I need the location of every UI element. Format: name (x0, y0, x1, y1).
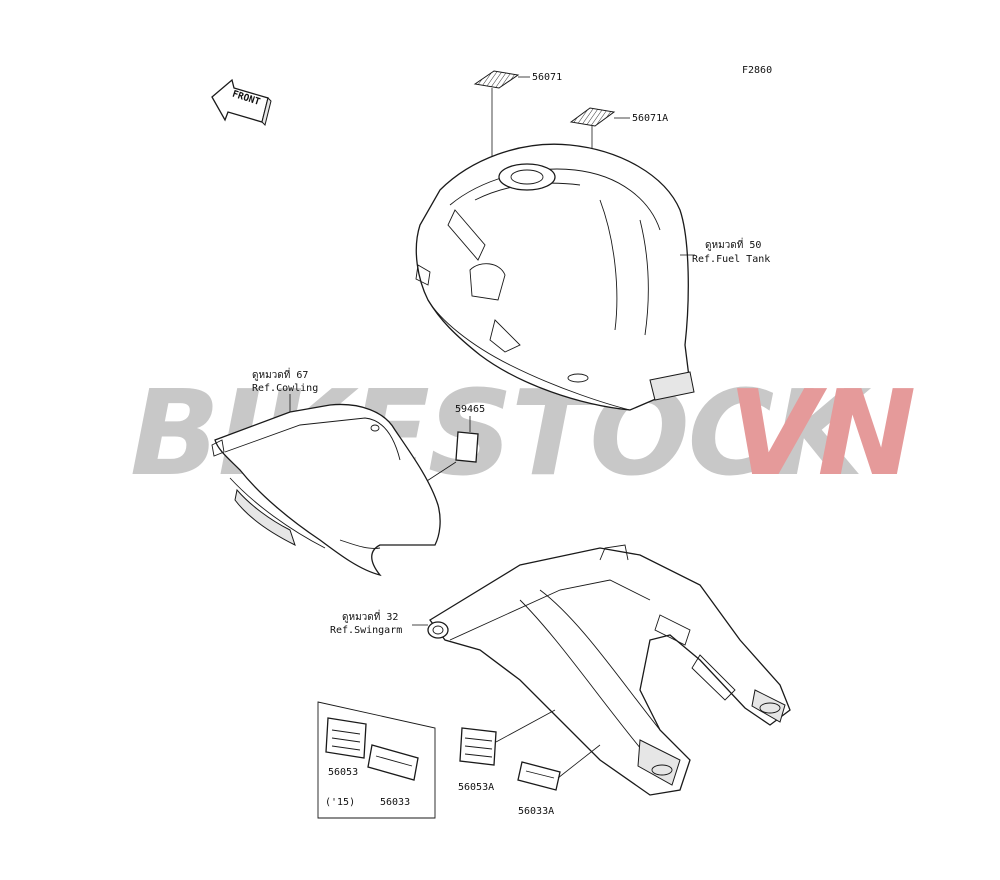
ref-swingarm-line2: Ref.Swingarm (330, 625, 402, 636)
swingarm-drawing (412, 544, 791, 796)
part-56033: 56033 (380, 797, 410, 808)
ref-fuel-tank-line2: Ref.Fuel Tank (692, 254, 770, 265)
part-56053a: 56053A (458, 782, 494, 793)
part-56071a: 56071A (632, 113, 668, 124)
watermark-text-2: VN (728, 364, 914, 502)
ref-cowling-line1: ดูหมวดที่ 67 (252, 367, 308, 381)
part-56071: 56071 (532, 72, 562, 83)
part-56053: 56053 (328, 767, 358, 778)
label-56053a-sticker (459, 709, 556, 766)
part-56033a: 56033A (518, 806, 554, 817)
front-arrow-icon: FRONT (211, 78, 272, 126)
label-56033a-sticker (517, 744, 601, 791)
fuel-tank-drawing (415, 143, 695, 411)
ref-swingarm-line1: ดูหมวดที่ 32 (342, 609, 398, 623)
figure-code: F2860 (742, 65, 772, 76)
variant-box-2015 (317, 701, 436, 819)
ref-fuel-tank-line1: ดูหมวดที่ 50 (705, 237, 761, 251)
year-note: ('15) (325, 797, 355, 808)
part-59465: 59465 (455, 404, 485, 415)
cowling-drawing (211, 394, 441, 577)
ref-cowling-line2: Ref.Cowling (252, 383, 318, 394)
